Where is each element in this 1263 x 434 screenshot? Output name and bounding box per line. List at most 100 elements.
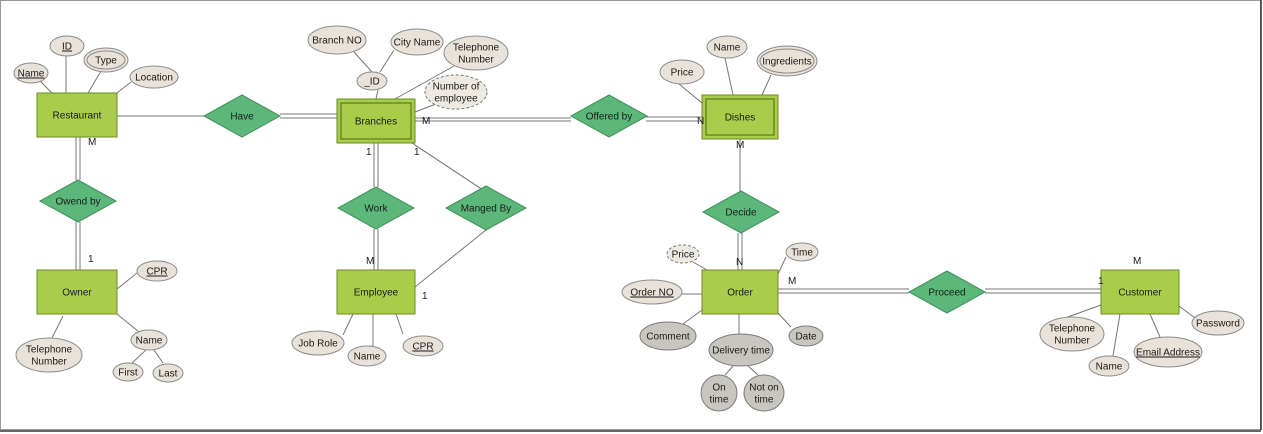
node-label: Time bbox=[791, 248, 813, 259]
label-line: Name bbox=[354, 352, 381, 363]
node-label: Employee bbox=[354, 288, 399, 299]
entity-customer[interactable]: Customer bbox=[1100, 269, 1180, 315]
node-label: Name bbox=[714, 43, 741, 54]
attribute-b-branchno[interactable]: Branch NO bbox=[307, 25, 367, 55]
entity-employee[interactable]: Employee bbox=[336, 269, 416, 315]
connector-line bbox=[414, 103, 437, 113]
connector-line bbox=[87, 70, 102, 94]
label-line: Telephone bbox=[453, 43, 500, 54]
label-line: Location bbox=[135, 73, 173, 84]
node-label: Name bbox=[354, 352, 381, 363]
relationship-proceed[interactable]: Proceed bbox=[907, 270, 987, 314]
attribute-c-name[interactable]: Name bbox=[1088, 355, 1130, 377]
attribute-or-time[interactable]: Time bbox=[785, 242, 819, 262]
attribute-d-ingr[interactable]: Ingredients bbox=[756, 45, 818, 77]
node-label: Price bbox=[671, 68, 694, 79]
attribute-b-id[interactable]: _ID bbox=[356, 71, 388, 91]
relationship-manged[interactable]: Manged By bbox=[444, 185, 528, 231]
relationship-owned[interactable]: Owend by bbox=[38, 179, 118, 223]
attribute-or-orderno[interactable]: Order NO bbox=[621, 279, 683, 305]
weak-entity-inner-box bbox=[705, 98, 775, 136]
attribute-d-name[interactable]: Name bbox=[706, 35, 748, 59]
node-label: Decide bbox=[725, 208, 757, 219]
cardinality-label: M bbox=[1133, 256, 1141, 267]
attribute-e-name[interactable]: Name bbox=[347, 345, 387, 367]
attribute-o-cpr[interactable]: CPR bbox=[136, 260, 178, 282]
node-label: Location bbox=[135, 73, 173, 84]
attribute-r-type[interactable]: Type bbox=[83, 47, 129, 73]
relationship-have[interactable]: Have bbox=[202, 94, 282, 138]
entity-box bbox=[336, 269, 416, 315]
node-label: CPR bbox=[146, 267, 167, 278]
attribute-o-name[interactable]: Name bbox=[130, 329, 168, 351]
attribute-o-last[interactable]: Last bbox=[152, 363, 184, 383]
attribute-d-price[interactable]: Price bbox=[659, 59, 705, 85]
connector-line bbox=[1064, 304, 1102, 319]
attribute-ellipse bbox=[83, 47, 129, 73]
label-line: First bbox=[118, 368, 138, 379]
node-label: Price bbox=[672, 250, 695, 261]
cardinality-label: N bbox=[697, 116, 704, 127]
connector-line bbox=[342, 313, 354, 336]
entity-order[interactable]: Order bbox=[701, 269, 779, 315]
attribute-r-location[interactable]: Location bbox=[129, 65, 179, 89]
attribute-ellipse bbox=[424, 74, 488, 110]
entity-box bbox=[1100, 269, 1180, 315]
attribute-c-password[interactable]: Password bbox=[1191, 310, 1245, 336]
node-label: Restaurant bbox=[53, 111, 102, 122]
attribute-e-cpr[interactable]: CPR bbox=[402, 335, 444, 357]
attribute-or-date[interactable]: Date bbox=[788, 325, 824, 347]
attribute-or-price[interactable]: Price bbox=[666, 244, 700, 264]
attribute-r-id[interactable]: ID bbox=[49, 35, 85, 57]
label-line: Password bbox=[1196, 319, 1240, 330]
node-label: Name bbox=[18, 69, 45, 80]
weak-entity-inner-box bbox=[340, 102, 412, 140]
relationship-diamond bbox=[569, 94, 649, 138]
attribute-ellipse bbox=[443, 35, 509, 71]
attribute-or-delivery[interactable]: Delivery time bbox=[708, 333, 774, 367]
relationship-offered[interactable]: Offered by bbox=[569, 94, 649, 138]
entity-restaurant[interactable]: Restaurant bbox=[36, 92, 118, 138]
attribute-c-email[interactable]: Email Address bbox=[1133, 336, 1203, 368]
entity-dishes[interactable]: Dishes bbox=[701, 94, 779, 140]
label-line: On bbox=[712, 383, 725, 394]
node-label: Branch NO bbox=[312, 36, 362, 47]
label-line: Type bbox=[95, 56, 117, 67]
attribute-b-city[interactable]: City Name bbox=[390, 28, 444, 56]
attribute-ellipse bbox=[621, 279, 683, 305]
relationship-decide[interactable]: Decide bbox=[701, 190, 781, 234]
node-label: First bbox=[118, 368, 138, 379]
label-line: employee bbox=[434, 94, 478, 105]
label-line: Branch NO bbox=[312, 36, 362, 47]
cardinality-label: M bbox=[736, 140, 744, 151]
relationship-work[interactable]: Work bbox=[336, 186, 416, 230]
attribute-o-first[interactable]: First bbox=[112, 362, 144, 382]
node-label: Branches bbox=[355, 117, 397, 128]
attribute-ellipse bbox=[130, 329, 168, 351]
entity-branches[interactable]: Branches bbox=[336, 98, 416, 144]
connector-line bbox=[414, 144, 484, 191]
connector-line bbox=[395, 313, 404, 335]
node-label: Manged By bbox=[461, 204, 512, 215]
attribute-ellipse bbox=[136, 260, 178, 282]
connector-line bbox=[692, 261, 708, 271]
connector-line bbox=[116, 272, 138, 290]
label-line: Job Role bbox=[298, 339, 338, 350]
entity-owner[interactable]: Owner bbox=[36, 269, 118, 315]
attribute-e-jobrole[interactable]: Job Role bbox=[291, 330, 345, 356]
multivalued-inner-ellipse bbox=[759, 48, 815, 74]
attribute-or-comment[interactable]: Comment bbox=[639, 321, 697, 351]
label-line: Time bbox=[791, 248, 813, 259]
attribute-ellipse bbox=[152, 363, 184, 383]
attribute-r-name[interactable]: Name bbox=[13, 62, 49, 84]
